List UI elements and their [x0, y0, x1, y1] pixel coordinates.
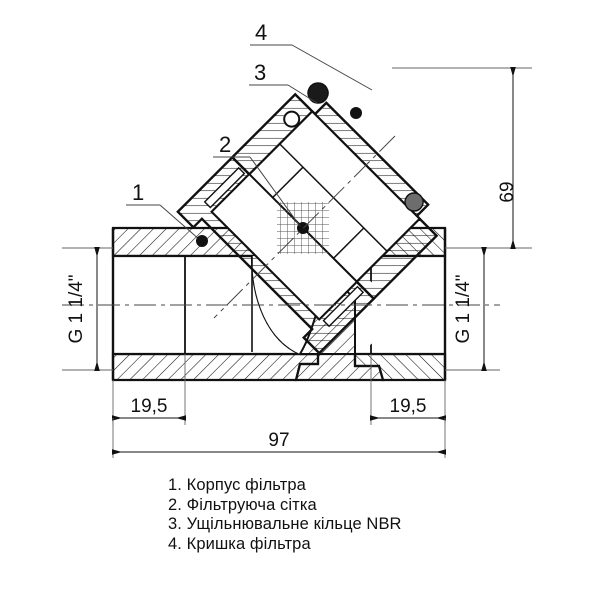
oring-upper-nbr — [307, 82, 329, 104]
cap-shoulder-top — [272, 166, 304, 199]
parts-legend: 1. Корпус фільтра 2. Фільтруюча сітка 3.… — [168, 476, 498, 554]
callout-4-target-dot — [350, 107, 362, 119]
cap-slot-top — [203, 166, 246, 209]
strainer-body-group: 1 2 3 4 69 G 1 1/4" — [62, 20, 532, 458]
dimension-left-thread-depth-label: 19,5 — [131, 396, 168, 417]
callout-leaders — [126, 44, 373, 241]
dimension-right-port-label: G 1 1/4" — [453, 274, 474, 343]
callout-4-leader — [250, 44, 373, 91]
callout-3-leader — [249, 84, 318, 104]
dimension-left-port: G 1 1/4" — [62, 247, 113, 371]
cap-vent-hole-icon — [283, 110, 301, 128]
callout-1-target-dot — [196, 235, 208, 247]
callout-4-label: 4 — [255, 20, 267, 45]
dimension-total-length-label: 97 — [268, 430, 289, 451]
legend-item-2: 2. Фільтруюча сітка — [168, 495, 317, 514]
legend-item-3: 3. Ущільнювальне кільце NBR — [168, 515, 402, 533]
callout-3-label: 3 — [254, 60, 266, 85]
angled-centre-line — [213, 135, 396, 319]
callout-1-leader — [126, 204, 201, 241]
callout-1-label: 1 — [132, 180, 144, 205]
dimension-right-thread-depth: 19,5 — [370, 354, 446, 425]
legend-item-1: 1. Корпус фільтра — [168, 476, 306, 494]
cap-slot-bottom — [322, 285, 365, 328]
legend-item-4: 4. Кришка фільтра — [168, 534, 311, 553]
dimension-total-length: 97 — [112, 418, 446, 458]
dimension-left-thread-depth: 19,5 — [112, 354, 186, 425]
callout-2-label: 2 — [219, 132, 231, 157]
cap-shoulder-bottom — [332, 227, 365, 259]
callout-2-leader — [213, 156, 301, 227]
left-body-lower-wall — [111, 352, 320, 382]
central-lower-wall — [294, 352, 385, 382]
oring-lower-nbr — [404, 192, 424, 212]
dimension-height-69-label: 69 — [497, 181, 518, 202]
dimension-right-port: G 1 1/4" — [445, 247, 500, 371]
dimension-left-port-label: G 1 1/4" — [66, 274, 87, 343]
dimension-right-thread-depth-label: 19,5 — [390, 396, 427, 417]
